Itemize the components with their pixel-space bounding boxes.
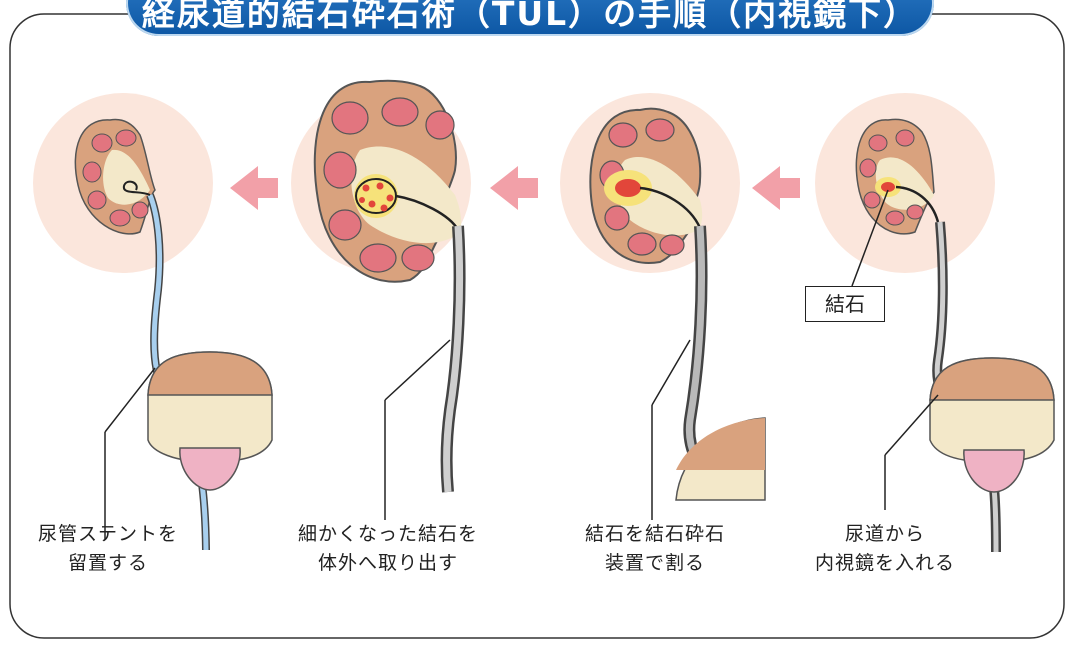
calyx bbox=[401, 244, 435, 272]
calyx bbox=[659, 234, 685, 256]
step-caption-4: 尿道から 内視鏡を入れる bbox=[800, 520, 970, 578]
calyx bbox=[359, 243, 397, 273]
scope-2 bbox=[443, 225, 464, 493]
calyx bbox=[381, 97, 419, 127]
diagram-title: 経尿道的結石砕石術（TUL）の手順（内視鏡下） bbox=[141, 0, 919, 33]
stone-fragment bbox=[359, 197, 365, 203]
leader-line-3b bbox=[651, 339, 691, 406]
leader-line-2b bbox=[384, 339, 451, 401]
calyx bbox=[87, 190, 107, 210]
leader-line-stone bbox=[851, 189, 889, 287]
calyx bbox=[885, 210, 905, 226]
bladder-glimpse-top-3 bbox=[676, 418, 765, 470]
panel-insert bbox=[815, 93, 1055, 553]
calyx bbox=[604, 205, 630, 231]
step-caption-line: 体外へ取り出す bbox=[317, 552, 458, 574]
step-caption-line: 内視鏡を入れる bbox=[814, 552, 955, 574]
stone-3 bbox=[615, 179, 641, 197]
bladder-top-4 bbox=[929, 357, 1055, 401]
step-caption-line: 留置する bbox=[67, 552, 148, 574]
step-caption-line: 装置で割る bbox=[604, 552, 705, 574]
calyx bbox=[627, 232, 657, 256]
calyx bbox=[331, 101, 369, 135]
panel-extract bbox=[291, 79, 471, 520]
stone-fragment bbox=[386, 194, 394, 202]
title-banner bbox=[126, 0, 934, 36]
bladder-top-1 bbox=[147, 351, 273, 396]
prostate-4 bbox=[963, 449, 1025, 493]
calyx bbox=[859, 158, 877, 178]
step-caption-line: 細かくなった結石を bbox=[297, 523, 478, 545]
step-caption-3: 結石を結石砕石 装置で割る bbox=[560, 520, 750, 578]
calyx bbox=[608, 122, 638, 148]
step-arrow-1 bbox=[230, 166, 278, 210]
calyx bbox=[109, 209, 131, 227]
step-arrow-2 bbox=[490, 166, 538, 210]
calyx bbox=[868, 134, 888, 152]
stone-fragment bbox=[376, 182, 384, 190]
calyx bbox=[91, 133, 113, 153]
prostate-1 bbox=[179, 447, 241, 491]
calyx bbox=[425, 110, 455, 140]
stone-fragment bbox=[362, 184, 370, 192]
step-caption-line: 結石を結石砕石 bbox=[584, 523, 725, 545]
stone-label: 結石 bbox=[805, 286, 885, 322]
calyx bbox=[82, 161, 102, 183]
calyx bbox=[115, 129, 137, 147]
leader-line-1b bbox=[104, 367, 156, 433]
step-arrow-3 bbox=[752, 166, 800, 210]
stone-4 bbox=[881, 182, 895, 192]
calyx bbox=[645, 118, 675, 142]
step-caption-line: 尿管ステントを bbox=[37, 523, 178, 545]
scope-tip-4 bbox=[895, 185, 940, 223]
calyx bbox=[895, 129, 915, 147]
calyx bbox=[131, 201, 149, 219]
step-caption-2: 細かくなった結石を 体外へ取り出す bbox=[278, 520, 498, 578]
basket-wire bbox=[395, 194, 460, 231]
calyx bbox=[906, 204, 924, 220]
stent-coil bbox=[122, 180, 151, 196]
calyx bbox=[323, 151, 357, 189]
calyx bbox=[328, 209, 362, 241]
renal-pelvis-2 bbox=[351, 146, 462, 244]
renal-pelvis-1 bbox=[103, 149, 150, 205]
calyx bbox=[863, 191, 881, 209]
panel-stent bbox=[33, 93, 273, 551]
stone-fragment bbox=[380, 204, 388, 212]
panel-crush bbox=[560, 93, 766, 520]
step-caption-line: 尿道から bbox=[844, 523, 925, 545]
leader-line-4b bbox=[884, 394, 939, 456]
stone-fragment bbox=[368, 200, 376, 208]
step-caption-1: 尿管ステントを 留置する bbox=[18, 520, 198, 578]
laser-wire bbox=[639, 186, 702, 229]
